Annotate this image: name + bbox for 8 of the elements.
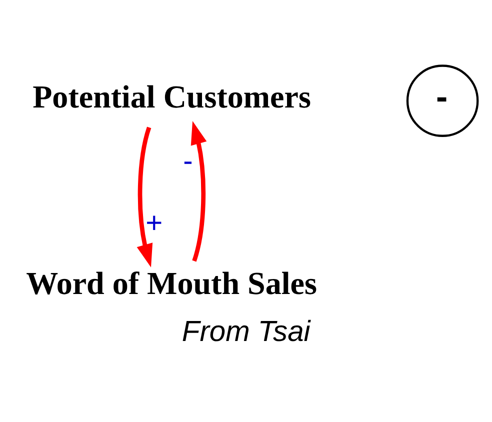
edge-label: + xyxy=(146,206,163,239)
edge-label: - xyxy=(183,145,193,178)
label: - xyxy=(436,76,448,116)
arrow xyxy=(190,120,207,262)
caption: From Tsai xyxy=(182,316,310,348)
node-text: Word of Mouth Sales xyxy=(26,264,317,300)
node-text: Potential Customers xyxy=(32,78,311,114)
arrow xyxy=(136,126,153,267)
